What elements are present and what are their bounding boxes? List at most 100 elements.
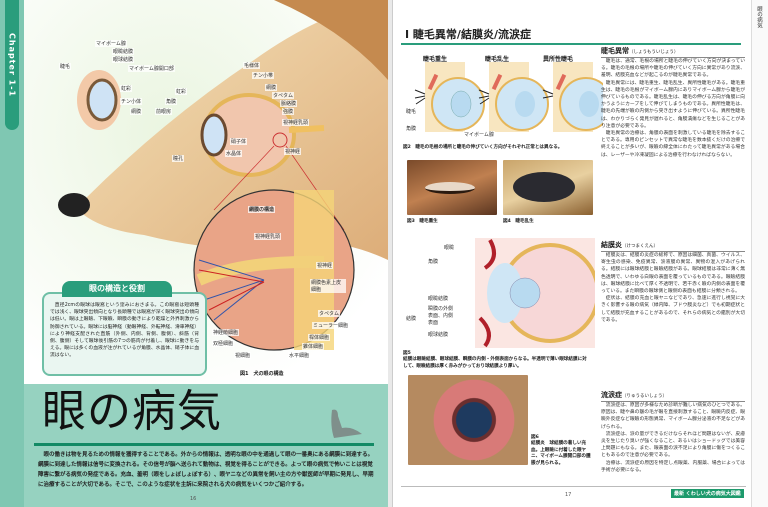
label: チン小体 bbox=[120, 98, 143, 105]
label: 硝子体 bbox=[230, 138, 248, 145]
eyelash-abnormality-diagram bbox=[414, 62, 603, 132]
info-box: 直径2cmの眼球は眼窩という窪みにおさまる。この眼窩は短頭種では浅く、眼球突出傾… bbox=[42, 292, 207, 376]
figure4-photo bbox=[503, 160, 593, 215]
section-title: 流涙症（りゅうるいしょう） bbox=[601, 390, 745, 402]
figure6-number: 図6 bbox=[531, 435, 539, 440]
label: マイボーム腺 bbox=[95, 40, 127, 47]
page-number: 16 bbox=[190, 496, 197, 502]
paragraph: 睫毛異常には、睫毛重生、睫毛乱生、異所性睫毛がある。睫毛重生は、睫毛の毛根がマイ… bbox=[601, 80, 745, 129]
label: 結膜 bbox=[405, 315, 418, 322]
reading: （しょうもういじょう） bbox=[629, 50, 679, 55]
label: 視細胞 bbox=[234, 352, 252, 359]
label: 網膜 bbox=[130, 108, 143, 115]
label: 毛様体 bbox=[243, 62, 261, 69]
page-title: 眼の病気 bbox=[42, 386, 222, 437]
retina-title: 網膜の構造 bbox=[248, 206, 276, 213]
fig2-title: 異所性睫毛 bbox=[543, 56, 574, 63]
dog-nose bbox=[58, 193, 90, 217]
label: 眼瞼結膜 bbox=[427, 295, 450, 302]
figure5-number: 図5 bbox=[403, 351, 411, 356]
paragraph: 結膜炎は、結膜の炎症の総称で、原因は細菌、真菌、ウイルス、寄生虫の感染、免疫異常… bbox=[601, 253, 745, 295]
section-heading: Ⅰ 睫毛異常/結膜炎/流涙症 bbox=[405, 28, 531, 41]
label: 視神経 bbox=[316, 262, 334, 269]
book-title-badge: 最新 くわしい犬の病気大図鑑 bbox=[671, 489, 744, 498]
fig2-title: 睫毛重生 bbox=[423, 56, 448, 63]
label: 虹彩 bbox=[175, 88, 188, 95]
label: 水平細胞 bbox=[288, 352, 311, 359]
figure1-caption: 図1 犬の眼の構造 bbox=[240, 371, 284, 377]
title-text: 流涙症 bbox=[601, 391, 622, 399]
section-title: 睫毛異常（しょうもういじょう） bbox=[601, 46, 745, 58]
heading-rule bbox=[401, 43, 741, 45]
paragraph: 流涙症は、原因が多様なため診断が難しい病気のひとつである。原因は、睫や鼻の皺の毛… bbox=[601, 403, 745, 430]
label: 桿体細胞 bbox=[308, 334, 331, 341]
footer-rule bbox=[401, 486, 746, 487]
figure3-caption: 図3 睫毛重生 bbox=[407, 219, 438, 224]
dog-silhouette-icon bbox=[331, 409, 362, 438]
label: 眼球結膜 bbox=[427, 331, 450, 338]
label: 視神経 bbox=[284, 148, 302, 155]
label: 虹彩 bbox=[120, 85, 133, 92]
label: タペタム bbox=[272, 92, 295, 99]
info-box-title: 眼の構造と役割 bbox=[62, 281, 172, 297]
section-conjunctivitis: 結膜炎（けつまくえん） 結膜炎は、結膜の炎症の総称で、原因は細菌、真菌、ウイルス… bbox=[601, 240, 745, 324]
label: 瞬膜の外側表面、内側表面 bbox=[427, 305, 457, 326]
figure2-caption: 図2 睫毛の毛根の場所と睫毛の伸びていく方向がそれぞれ正常とは異なる。 bbox=[403, 145, 563, 150]
label: 視神経乳頭 bbox=[254, 233, 282, 240]
label: ミューラー細胞 bbox=[312, 322, 350, 329]
section-eyelash-abnormality: 睫毛異常（しょうもういじょう） 睫毛は、通常、毛根の場所と睫毛の伸びていく方向が… bbox=[601, 46, 745, 159]
conjunctiva-diagram bbox=[475, 238, 595, 348]
side-index-strip bbox=[751, 0, 768, 507]
label: 強膜 bbox=[282, 108, 295, 115]
paragraph: 症状は、結膜の充血と眼ヤニなどであり、急速に進行し視覚に大きく影響する眼の病気（… bbox=[601, 296, 745, 323]
paragraph: 流涙症は、涙の量ができるだけならそれほど問題はないが、皮膚炎を生じたり臭いが強く… bbox=[601, 431, 745, 459]
label: 睫毛 bbox=[405, 108, 418, 115]
label: 錐体細胞 bbox=[302, 343, 325, 350]
left-page: Chapter 1-1 マイボーム腺 眼瞼結膜 眼球結 bbox=[0, 0, 388, 507]
info-box-text: 直径2cmの眼球は眼窩という窪みにおさまる。この眼窩は短頭種では浅く、眼球突出傾… bbox=[50, 303, 199, 359]
figure4-caption: 図4 睫毛乱生 bbox=[503, 219, 534, 224]
title-text: 睫毛異常 bbox=[601, 47, 629, 55]
small-eye-diagram bbox=[77, 70, 121, 130]
label: 眼瞼 bbox=[443, 244, 456, 251]
reading: （りゅうるいしょう） bbox=[622, 394, 667, 399]
figure3-photo bbox=[407, 160, 497, 215]
label: タペタム bbox=[318, 310, 341, 317]
label: マイボーム腺開口部 bbox=[128, 65, 175, 72]
paragraph: 治療は、流涙症の原因を特定し点眼薬、内服薬、場合によっては手術が必要になる。 bbox=[601, 460, 745, 473]
label: チン小帯 bbox=[252, 72, 275, 79]
label: 睫毛 bbox=[59, 63, 72, 70]
title-text: 結膜炎 bbox=[601, 241, 622, 249]
label: 脈絡膜 bbox=[280, 100, 298, 107]
label: 瞳孔 bbox=[172, 155, 185, 162]
label: 水晶体 bbox=[225, 150, 243, 157]
title-rule bbox=[34, 443, 374, 446]
intro-panel: 眼の病気 眼の働きは物を見るための情報を獲得することである。外からの情報は、透明… bbox=[24, 384, 388, 507]
paragraph: 睫毛異常の治療は、角膜の表面を刺激している睫毛を除去することである。専用のピンセ… bbox=[601, 131, 745, 158]
label: 角膜 bbox=[405, 125, 418, 132]
label: 眼球結膜 bbox=[112, 56, 135, 63]
paragraph: 睫毛は、通常、毛根の場所と睫毛の伸びていく方向が決まっている。睫毛の毛根の場所や… bbox=[601, 59, 745, 79]
fig2-title: 睫毛乱生 bbox=[485, 56, 510, 63]
label: マイボーム腺 bbox=[463, 131, 495, 138]
label: 眼瞼結膜 bbox=[112, 48, 135, 55]
label: 前眼房 bbox=[155, 108, 173, 115]
side-index-label: 眼の病気 bbox=[756, 6, 762, 28]
figure6-caption: 結膜炎 球結膜の著しい充血。上眼瞼に付着した眼ヤニ、マイボーム腺開口部の腫脹が見… bbox=[531, 441, 591, 466]
section-epiphora: 流涙症（りゅうるいしょう） 流涙症は、原因が多様なため診断が難しい病気のひとつで… bbox=[601, 390, 745, 474]
label: 双極細胞 bbox=[212, 340, 235, 347]
label: 神経節細胞 bbox=[212, 329, 240, 336]
figure5-caption: 結膜は眼瞼結膜、眼球結膜、瞬膜の内側・外側表面からなる。半透明で薄い眼球結膜に対… bbox=[403, 357, 587, 369]
section-title: 結膜炎（けつまくえん） bbox=[601, 240, 745, 252]
page-number: 17 bbox=[565, 492, 572, 498]
label: 網膜色素上皮細胞 bbox=[310, 279, 346, 293]
reading: （けつまくえん） bbox=[622, 244, 658, 249]
label: 角膜 bbox=[165, 98, 178, 105]
label: 網膜 bbox=[265, 84, 278, 91]
label: 角膜 bbox=[427, 258, 440, 265]
chapter-tab: Chapter 1-1 bbox=[5, 0, 19, 130]
figure6-photo bbox=[408, 375, 528, 465]
intro-text: 眼の働きは物を見るための情報を獲得することである。外からの情報は、透明な眼の中を… bbox=[38, 452, 374, 488]
right-page: Ⅰ 睫毛異常/結膜炎/流涙症 睫毛重生 睫毛乱生 異所性睫毛 睫毛 角膜 マイボ… bbox=[392, 0, 768, 507]
eye-anatomy-illustration bbox=[24, 0, 388, 384]
